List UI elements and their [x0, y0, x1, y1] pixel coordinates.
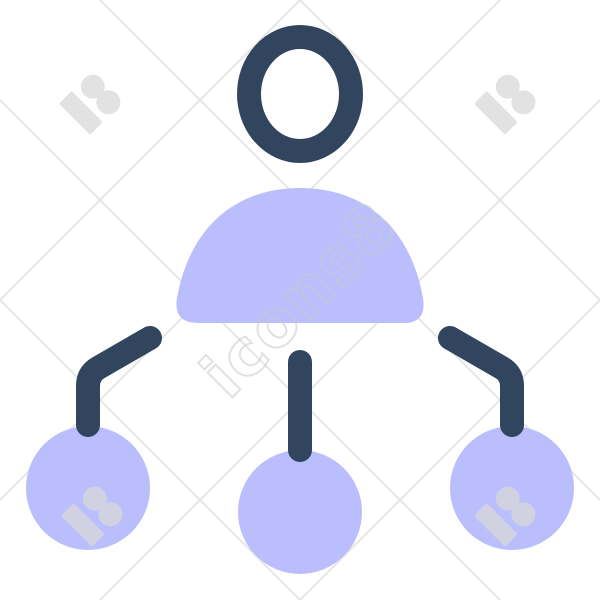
person-head [237, 25, 363, 163]
right-connector [438, 326, 524, 437]
person-body [176, 188, 424, 323]
connectors [76, 326, 524, 462]
center-node-circle [238, 450, 362, 574]
left-connector [76, 326, 162, 437]
icons8-logo-icon [59, 74, 536, 546]
